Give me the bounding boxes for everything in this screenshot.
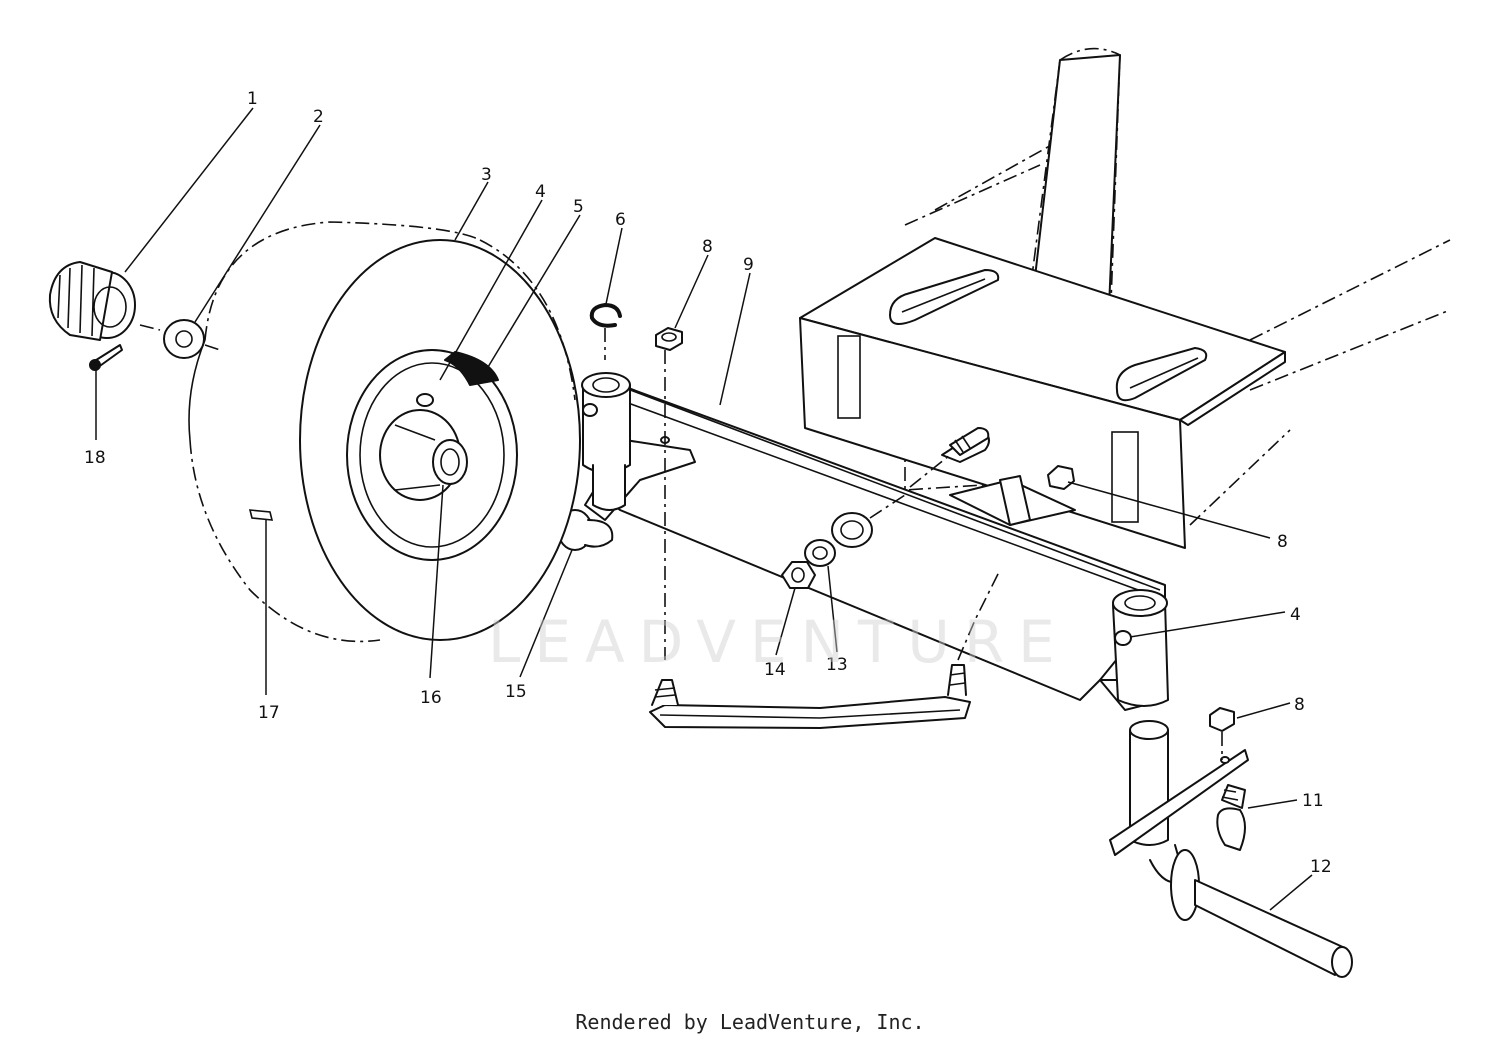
callout-17: 17 — [258, 703, 280, 723]
callout-15: 15 — [505, 682, 527, 702]
callout-6: 6 — [615, 210, 626, 230]
watermark: LEADVENTURE — [488, 608, 1069, 676]
screw-18 — [89, 344, 123, 371]
callout-18: 18 — [84, 448, 106, 468]
left-spindle-tube — [581, 372, 631, 511]
washer-2 — [163, 319, 205, 359]
callout-4-right: 4 — [1290, 605, 1301, 625]
leader-lines — [95, 107, 1313, 911]
callout-8-right: 8 — [1277, 532, 1288, 552]
callout-9: 9 — [743, 255, 754, 275]
callout-8-lower: 8 — [1294, 695, 1305, 715]
wheel-tire — [188, 221, 581, 643]
nut-8-lower-right — [1209, 707, 1235, 732]
callout-13: 13 — [826, 655, 848, 675]
callout-11: 11 — [1302, 791, 1324, 811]
nut-8-upper-right — [1047, 465, 1075, 490]
nut-14 — [781, 561, 816, 589]
frame-box — [799, 237, 1286, 549]
footer-credit: Rendered by LeadVenture, Inc. — [575, 1010, 925, 1034]
callout-1: 1 — [247, 89, 258, 109]
hub-cap — [48, 261, 136, 341]
callout-2: 2 — [313, 107, 324, 127]
callout-labels: 1 2 3 4 5 6 8 9 18 17 16 15 14 13 8 4 8 … — [84, 89, 1332, 877]
callout-14: 14 — [764, 660, 786, 680]
valve-stem — [248, 509, 274, 521]
right-spindle — [1109, 720, 1353, 978]
pivot-bolt — [949, 427, 990, 456]
nut-8-left — [655, 327, 683, 351]
callout-3: 3 — [481, 165, 492, 185]
callout-4: 4 — [535, 182, 546, 202]
right-spindle-tube — [1112, 589, 1169, 707]
bolt-11 — [1216, 784, 1246, 851]
e-ring — [589, 303, 622, 328]
callout-16: 16 — [420, 688, 442, 708]
tie-rod — [649, 664, 971, 729]
callout-8-top: 8 — [702, 237, 713, 257]
callout-5: 5 — [573, 197, 584, 217]
callout-12: 12 — [1310, 857, 1332, 877]
washer-13 — [804, 512, 873, 567]
